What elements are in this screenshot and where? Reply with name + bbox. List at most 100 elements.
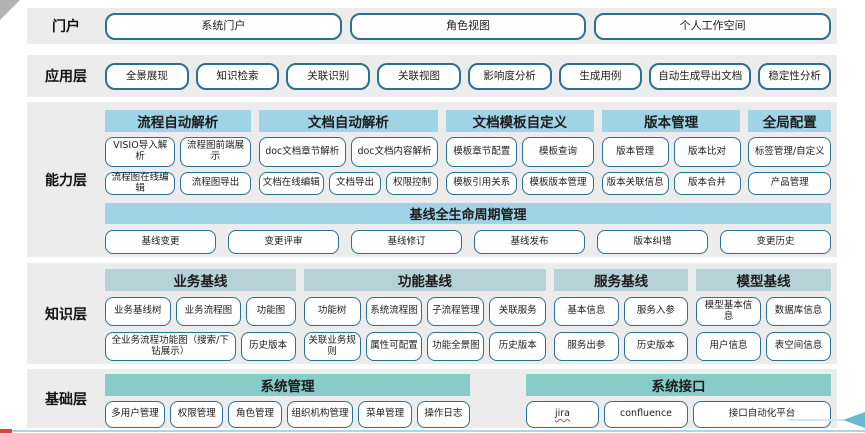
diagram-box: 基线修订 [351,230,462,254]
diagram-box: 历史版本 [240,332,296,361]
diagram-box: 流程图前端展示 [180,137,251,167]
diagram-box: 知识检索 [195,62,280,90]
group-template-custom: 文档模板自定义 模板章节配置 模板查询 模板引用关系 模板版本管理 [446,110,594,195]
diagram-box: 变更历史 [720,230,831,254]
diagram-box: 自动生成导出文档 [649,62,752,90]
diagram-box: 版本纠错 [597,230,708,254]
group-header: 版本管理 [601,110,741,132]
diagram-box: 业务基线树 [105,297,171,326]
diagram-box: 版本比对 [673,137,741,167]
diagram-box: 组织机构管理 [286,401,354,428]
diagram-box: doc文档内容解析 [350,137,439,167]
diagram-box: 角色管理 [228,401,282,428]
diagram-box: 基线发布 [474,230,585,254]
diagram-box: 操作日志 [416,401,470,428]
band-portal: 门户 系统门户 角色视图 个人工作空间 [27,8,837,44]
diagram-box: 基本信息 [554,297,619,326]
diagram-box: 模板查询 [522,137,594,167]
diagram-box: 版本管理 [601,137,669,167]
diagram-box: 历史版本 [623,332,689,361]
baseline-lifecycle-banner: 基线全生命周期管理 [105,203,831,224]
bottom-border-line [0,430,865,432]
diagram-box: 关联服务 [489,297,547,326]
diagram-box: 流程图在线编辑 [105,172,176,195]
diagram-box: 变更评审 [228,230,339,254]
diagram-box: jira [526,401,599,428]
group-header: 功能基线 [303,269,547,291]
diagram-box: 基线变更 [105,230,216,254]
diagram-box: 产品管理 [748,172,831,195]
group-service-baseline: 服务基线 基本信息 服务入参 服务出参 历史版本 [554,269,689,364]
diagram-box: doc文档章节解析 [258,137,346,167]
diagram-box: VISIO导入解析 [105,137,176,167]
diagram-box: 角色视图 [349,12,587,40]
diagram-box: 稳定性分析 [758,62,831,90]
layer-label-application: 应用层 [45,69,87,85]
diagram-box: 系统门户 [105,12,342,40]
knowledge-groups: 业务基线 业务基线树 业务流程图 功能图 全业务流程功能图（搜索/下钻展示） 历… [105,263,837,364]
diagram-box: 文档在线编辑 [258,172,324,195]
group-header: 业务基线 [105,269,296,291]
layer-label-foundation: 基础层 [45,391,87,408]
diagram-box: 功能图 [246,297,296,326]
diagram-box: 权限控制 [386,172,439,195]
diagram-box: 关联视图 [377,62,461,90]
diagram-box: 版本合并 [673,172,741,195]
group-header: 文档自动解析 [258,110,439,132]
diagram-box: 接口自动化平台 [693,401,832,428]
group-doc-parse: 文档自动解析 doc文档章节解析 doc文档内容解析 文档在线编辑 文档导出 权… [258,110,439,195]
diagram-box: 表空间信息 [766,332,832,361]
portal-row: 系统门户 角色视图 个人工作空间 [105,8,837,44]
diagram-box: 标签管理/自定义 [748,137,831,167]
band-application: 应用层 全景展现 知识检索 关联识别 关联视图 影响度分析 生成用例 自动生成导… [27,55,837,97]
band-foundation: 基础层 系统管理 多用户管理 权限管理 角色管理 组织机构管理 菜单管理 操作日… [27,369,837,428]
diagram-box: 功能树 [303,297,361,326]
diagram-box: 影响度分析 [467,62,552,90]
group-business-baseline: 业务基线 业务基线树 业务流程图 功能图 全业务流程功能图（搜索/下钻展示） 历… [105,269,296,364]
group-system-mgmt: 系统管理 多用户管理 权限管理 角色管理 组织机构管理 菜单管理 操作日志 [105,374,470,428]
group-version-mgmt: 版本管理 版本管理 版本比对 版本关联信息 版本合并 [601,110,741,195]
diagram-box: 版本关联信息 [601,172,669,195]
diagram-box: 权限管理 [170,401,224,428]
group-header: 全局配置 [748,110,831,132]
diagram-box: confluence [603,401,689,428]
group-header: 模型基线 [696,269,831,291]
diagram-box: 属性可配置 [365,332,423,361]
layer-label-knowledge: 知识层 [45,306,87,323]
band-knowledge: 知识层 业务基线 业务基线树 业务流程图 功能图 全业务流程功能图（搜索/下钻展… [27,263,837,364]
group-model-baseline: 模型基线 模型基本信息 数据库信息 用户信息 表空间信息 [696,269,832,364]
diagram-box: 模板版本管理 [522,172,594,195]
group-header: 系统管理 [105,374,470,396]
foundation-groups: 系统管理 多用户管理 权限管理 角色管理 组织机构管理 菜单管理 操作日志 系统… [105,369,837,428]
flow-arrow-line [788,419,844,421]
group-header: 文档模板自定义 [446,110,594,132]
diagram-box: 生成用例 [558,62,643,90]
group-function-baseline: 功能基线 功能树 系统流程图 子流程管理 关联服务 关联业务规则 属性可配置 功… [303,269,547,364]
band-capability: 能力层 流程自动解析 VISIO导入解析 流程图前端展示 流程图在线编辑 流程图… [27,102,837,257]
diagram-box: 服务出参 [554,332,619,361]
diagram-box: 流程图导出 [180,172,251,195]
application-row: 全景展现 知识检索 关联识别 关联视图 影响度分析 生成用例 自动生成导出文档 … [105,55,837,97]
group-header: 流程自动解析 [105,110,251,132]
diagram-box: 全业务流程功能图（搜索/下钻展示） [105,332,236,361]
diagram-box: 子流程管理 [427,297,485,326]
group-process-parse: 流程自动解析 VISIO导入解析 流程图前端展示 流程图在线编辑 流程图导出 [105,110,251,195]
diagram-box: 关联业务规则 [303,332,361,361]
diagram-box: 服务入参 [623,297,689,326]
group-system-interface: 系统接口 jira confluence 接口自动化平台 [526,374,832,428]
bottom-border-accent [0,429,12,433]
jira-label: jira [554,408,570,420]
flow-arrow-icon [843,412,865,428]
corner-fold-decoration [0,0,20,20]
group-header: 服务基线 [554,269,689,291]
diagram-box: 文档导出 [328,172,382,195]
diagram-box: 模板引用关系 [446,172,518,195]
diagram-box: 模型基本信息 [696,297,762,326]
baseline-row: 基线变更 变更评审 基线修订 基线发布 版本纠错 变更历史 [105,230,831,254]
diagram-box: 个人工作空间 [594,12,832,40]
diagram-box: 用户信息 [696,332,762,361]
diagram-box: 功能全景图 [427,332,485,361]
diagram-box: 关联识别 [286,62,371,90]
diagram-box: 多用户管理 [105,401,166,428]
